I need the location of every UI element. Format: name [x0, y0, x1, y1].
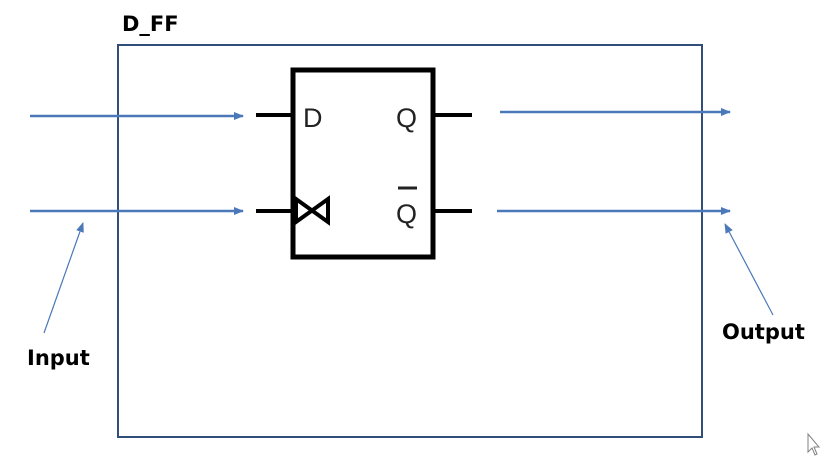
input-label: Input	[27, 346, 90, 370]
clock-symbol	[294, 195, 330, 226]
mouse-cursor-icon	[807, 432, 821, 456]
output-pointer-line	[724, 223, 774, 316]
pin-q-label: Q	[396, 103, 417, 133]
input-pointer-line	[43, 222, 84, 334]
module-boundary	[117, 44, 703, 438]
output-label: Output	[722, 320, 805, 344]
flipflop-body	[290, 67, 436, 260]
pin-d-label: D	[303, 103, 323, 133]
pin-qbar-label: Q	[396, 199, 417, 229]
module-title: D_FF	[122, 12, 179, 36]
